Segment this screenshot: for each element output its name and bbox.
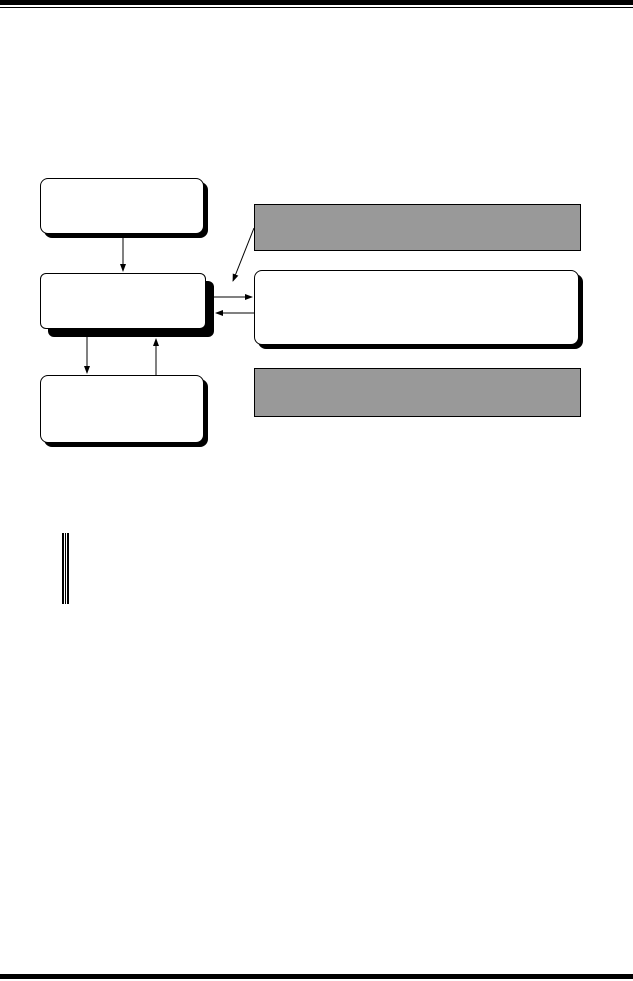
bottom-rule bbox=[0, 974, 633, 979]
note-bar bbox=[67, 533, 69, 604]
box-top-left bbox=[40, 178, 204, 234]
box-bottom-left bbox=[40, 375, 204, 443]
note-margin-bars bbox=[62, 533, 70, 604]
top-rule-thin bbox=[0, 7, 633, 8]
arrow-gray-top-to-center bbox=[232, 227, 255, 282]
note-bar bbox=[62, 533, 64, 604]
box-gray-bottom bbox=[254, 368, 581, 417]
note-bar bbox=[65, 533, 66, 604]
box-center bbox=[40, 273, 206, 329]
box-right-main bbox=[254, 270, 579, 345]
box-gray-top bbox=[254, 204, 581, 251]
top-rule-thick bbox=[0, 0, 633, 5]
